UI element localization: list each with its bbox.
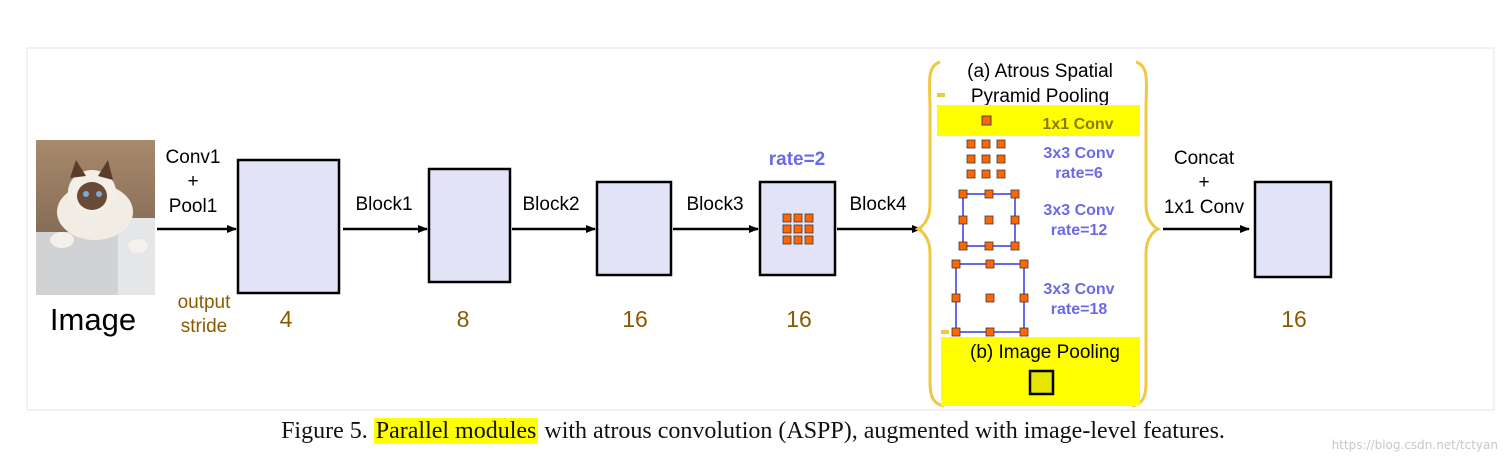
branch-1x1-label: 1x1 Conv bbox=[1042, 116, 1113, 133]
kernel-dot bbox=[951, 293, 961, 303]
kernel-dot bbox=[1019, 327, 1029, 337]
left-brace bbox=[914, 60, 945, 408]
branch-1x1-highlight bbox=[937, 105, 1140, 136]
rate-2-label: rate=2 bbox=[769, 149, 826, 170]
kernel-dot bbox=[782, 213, 792, 223]
kernel-dot bbox=[951, 259, 961, 269]
branch-rate6-label-1: 3x3 Conv bbox=[1043, 145, 1114, 162]
kernel-dot bbox=[996, 169, 1006, 179]
figure-caption: Figure 5. Parallel modules with atrous c… bbox=[0, 418, 1506, 445]
branch-rate18-kernel bbox=[951, 259, 1029, 337]
stride-block-1: 4 bbox=[280, 306, 293, 332]
concat-plus: + bbox=[1198, 172, 1209, 193]
kernel-dot bbox=[984, 241, 994, 251]
image-label: Image bbox=[50, 302, 136, 337]
branch-rate12-kernel bbox=[958, 189, 1020, 251]
caption-prefix: Figure 5. bbox=[281, 418, 368, 444]
concat-label: Concat bbox=[1174, 148, 1235, 169]
block4-label: Block4 bbox=[849, 194, 906, 215]
kernel-dot bbox=[1010, 189, 1020, 199]
aspp-module: (a) Atrous Spatial Pyramid Pooling 1x1 C… bbox=[914, 60, 1162, 408]
watermark: https://blog.csdn.net/tctyan bbox=[1331, 438, 1498, 452]
rate-2-kernel bbox=[782, 213, 814, 245]
kernel-dot bbox=[782, 235, 792, 245]
kernel-dot bbox=[981, 154, 991, 164]
kernel-dot bbox=[981, 169, 991, 179]
kernel-dot bbox=[985, 293, 995, 303]
branch-rate12-label-1: 3x3 Conv bbox=[1043, 202, 1114, 219]
kernel-dot bbox=[966, 154, 976, 164]
kernel-dot bbox=[985, 327, 995, 337]
branch-rate6-kernel bbox=[966, 139, 1006, 179]
kernel-dot bbox=[804, 224, 814, 234]
kernel-dot bbox=[951, 327, 961, 337]
branch-rate18-label-2: rate=18 bbox=[1051, 301, 1108, 318]
output-stride-label-2: stride bbox=[181, 316, 227, 337]
kernel-dot bbox=[1019, 293, 1029, 303]
kernel-dot bbox=[793, 235, 803, 245]
caption-highlight: Parallel modules bbox=[373, 418, 539, 444]
aspp-title-line1: (a) Atrous Spatial bbox=[967, 61, 1113, 82]
aspp-title-line2: Pyramid Pooling bbox=[971, 86, 1109, 107]
conv1-label: Conv1 bbox=[166, 147, 221, 168]
kernel-dot bbox=[958, 241, 968, 251]
kernel-dot bbox=[793, 224, 803, 234]
right-brace bbox=[1131, 60, 1162, 408]
branch-rate12-label-2: rate=12 bbox=[1051, 222, 1108, 239]
feature-block-4 bbox=[758, 180, 837, 277]
cat-photo bbox=[36, 140, 155, 295]
block1-label: Block1 bbox=[355, 194, 412, 215]
block2-label: Block2 bbox=[522, 194, 579, 215]
kernel-dot bbox=[996, 154, 1006, 164]
conv1-plus: + bbox=[187, 171, 198, 192]
branch-1x1-kernel bbox=[981, 115, 992, 126]
feature-block-output bbox=[1253, 180, 1333, 279]
pool1-label: Pool1 bbox=[169, 196, 218, 217]
feature-block-1 bbox=[236, 158, 341, 295]
feature-block-2 bbox=[427, 167, 512, 284]
stride-block-2: 8 bbox=[457, 306, 470, 332]
kernel-dot bbox=[1010, 215, 1020, 225]
kernel-dot bbox=[984, 189, 994, 199]
concat-conv-label: 1x1 Conv bbox=[1164, 197, 1245, 218]
kernel-dot bbox=[782, 224, 792, 234]
kernel-dot bbox=[804, 235, 814, 245]
kernel-dot bbox=[981, 139, 991, 149]
brace-marker-top bbox=[937, 93, 945, 97]
image-pooling-label: (b) Image Pooling bbox=[970, 342, 1120, 363]
caption-rest: with atrous convolution (ASPP), augmente… bbox=[544, 418, 1225, 444]
kernel-dot bbox=[984, 215, 994, 225]
feature-block-3 bbox=[595, 180, 673, 277]
block3-label: Block3 bbox=[686, 194, 743, 215]
kernel-dot bbox=[793, 213, 803, 223]
output-stride-label-1: output bbox=[178, 292, 232, 313]
kernel-dot bbox=[1019, 259, 1029, 269]
stride-output: 16 bbox=[1281, 306, 1307, 332]
kernel-dot bbox=[996, 139, 1006, 149]
kernel-dot bbox=[804, 213, 814, 223]
branch-rate18-label-1: 3x3 Conv bbox=[1043, 281, 1114, 298]
kernel-dot bbox=[966, 169, 976, 179]
branch-rate6-label-2: rate=6 bbox=[1055, 165, 1103, 182]
kernel-dot bbox=[1010, 241, 1020, 251]
stride-block-3: 16 bbox=[622, 306, 648, 332]
kernel-dot bbox=[985, 259, 995, 269]
kernel-dot bbox=[966, 139, 976, 149]
kernel-dot bbox=[958, 189, 968, 199]
image-pooling-square bbox=[1028, 369, 1055, 396]
stride-block-4: 16 bbox=[786, 306, 812, 332]
brace-marker-bottom bbox=[941, 330, 949, 334]
kernel-dot bbox=[958, 215, 968, 225]
